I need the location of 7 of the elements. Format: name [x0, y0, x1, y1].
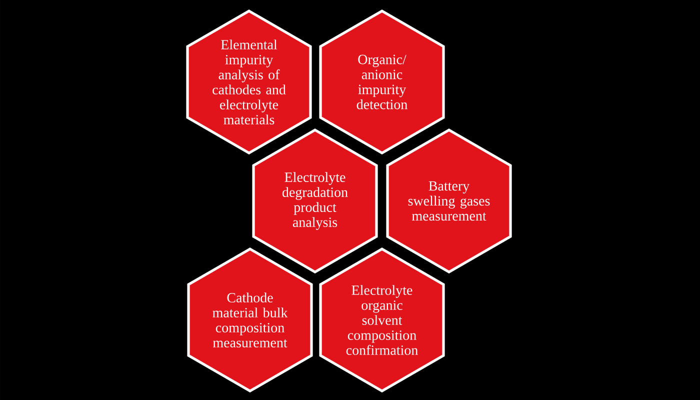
- hexagon-tile: Electrolyte organic solvent composition confirmation: [319, 248, 445, 392]
- node-label: Electrolyte organic solvent composition confirmation: [346, 285, 418, 355]
- hexagon-tile: Battery swelling gases measurement: [386, 128, 512, 274]
- hexagon-tile: Elemental impurity analysis of cathodes and electrolyte materials: [186, 10, 312, 154]
- hexagon-tile: Electrolyte degradation product analysis: [252, 128, 378, 274]
- hexagon-tile: Organic/ anionic impurity detection: [319, 10, 445, 154]
- hexagon-tile: Cathode material bulk composition measurement: [187, 248, 313, 392]
